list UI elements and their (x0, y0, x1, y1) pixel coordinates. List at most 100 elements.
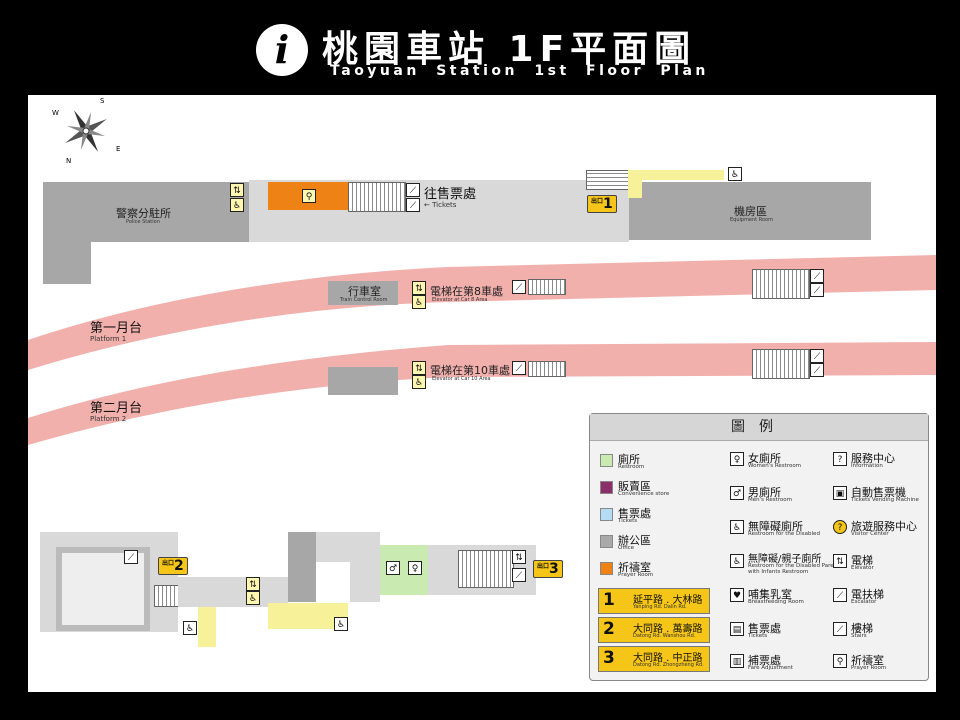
compass-e: E (116, 145, 121, 153)
header-bar: i 桃園車站 1F平面圖 Taoyuan Station 1st Floor P… (0, 0, 960, 92)
office-south (288, 532, 316, 602)
stairs[interactable] (348, 182, 406, 212)
exit-roads-en: Datong Rd. Zhongzheng Rd. (633, 662, 704, 668)
legend-fare-en: Fare Adjustment (748, 665, 793, 671)
exit-prefix: 出口 (591, 198, 604, 205)
exit-roads: 大同路 . 萬壽路 (633, 624, 703, 635)
platform1-label-en: Platform 1 (90, 335, 127, 343)
legend-exit-2: 2 大同路 . 萬壽路 Datong Rd. Wanshou Rd. (598, 617, 710, 643)
control-room (328, 281, 398, 305)
tickets-label: 往售票處 (424, 187, 477, 202)
accessible-icon: ♿ (334, 617, 348, 631)
legend-breastfeeding: 哺集乳室 (748, 588, 792, 601)
accessible-icon: ♿ (412, 295, 426, 309)
escalator-icon: ⟋ (512, 361, 526, 375)
control-label: 行車室 (348, 285, 381, 298)
exit1-stairs[interactable] (586, 170, 630, 190)
escalator-icon: ⟋ (512, 568, 526, 582)
breastfeeding-icon: ♥ (730, 588, 744, 602)
exit3-stairs[interactable] (458, 550, 514, 588)
equipment-label-en: Equipment Room (730, 217, 773, 223)
legend-family-en: Restroom for the Disabled Parents with I… (748, 563, 843, 575)
women-restroom-icon: ♀ (408, 561, 422, 575)
legend-ticket-office-en: Tickets (748, 633, 768, 639)
exit-roads: 延平路 . 大林路 (633, 595, 703, 606)
accessible-restroom-icon: ♿ (730, 520, 744, 534)
legend-swatch (600, 562, 613, 575)
exit-number: 2 (174, 558, 184, 574)
exit-number: 3 (549, 561, 559, 577)
south-corridor (178, 577, 288, 607)
exit-roads-en: Yanping Rd. Dalin Rd. (633, 604, 687, 610)
elev10-label: 電梯在第10車處 (430, 364, 510, 377)
stairwell (56, 547, 150, 631)
exit-roads-en: Datong Rd. Wanshou Rd. (633, 633, 696, 639)
legend-visitor: 旅遊服務中心 (851, 520, 917, 533)
ticket-machine-icon: ▣ (833, 486, 847, 500)
legend-store: 販賣區 (618, 480, 651, 493)
legend-office: 辦公區 (618, 534, 651, 547)
legend-restroom-en: Restroom (618, 464, 645, 470)
legend-men: 男廁所 (748, 486, 781, 499)
escalator[interactable] (528, 361, 566, 377)
legend-stairs-en: Stairs (851, 633, 867, 639)
police-block (43, 182, 249, 242)
stairs-icon: ⟋ (406, 183, 420, 197)
accessible-icon: ♿ (412, 375, 426, 389)
legend-elevator-en: Elevator (851, 565, 874, 571)
page-subtitle: Taoyuan Station 1st Floor Plan (330, 63, 709, 79)
information-icon: ? (833, 452, 847, 466)
elevator-icon: ⇅ (833, 554, 847, 568)
accessible-icon: ♿ (183, 621, 197, 635)
legend-visitor-en: Visitor Center (851, 531, 889, 537)
equipment-label: 機房區 (734, 205, 767, 218)
page-title: 桃園車站 1F平面圖 (322, 29, 697, 70)
men-restroom-icon: ♂ (386, 561, 400, 575)
fare-adjustment-icon: ▥ (730, 654, 744, 668)
elev8-label: 電梯在第8車處 (430, 285, 503, 298)
legend-swatch (600, 481, 613, 494)
escalator[interactable] (528, 279, 566, 295)
south-hall (316, 532, 380, 562)
men-restroom-icon: ♂ (730, 486, 744, 500)
compass-n: N (66, 157, 72, 165)
legend-tickets: 售票處 (618, 507, 651, 520)
women-restroom-icon: ♀ (730, 452, 744, 466)
legend-exit-1: 1 延平路 . 大林路 Yanping Rd. Dalin Rd. (598, 588, 710, 614)
legend-panel: 圖例 廁所 Restroom 販賣區 Convenience store 售票處… (589, 413, 929, 681)
compass-w: W (52, 109, 59, 117)
elev8-label-en: Elevator at Car 8 Area (432, 297, 488, 303)
exit-prefix: 出口 (537, 563, 550, 570)
legend-prayer-room-en: Prayer Room (851, 665, 887, 671)
exit-number: 3 (603, 648, 615, 668)
info-icon: i (256, 24, 308, 76)
elevator-icon: ⇅ (230, 183, 244, 197)
exit1-ramp (628, 170, 724, 180)
legend-exit-3: 3 大同路 . 中正路 Datong Rd. Zhongzheng Rd. (598, 646, 710, 672)
floor-plan-map: S E W N ⚲ ⇅ ♿ ⟋ ⟋ 往售票處 ← Tickets 警察分駐所 P… (28, 95, 936, 692)
stairs-icon: ⟋ (833, 622, 847, 636)
legend-breastfeeding-en: Breastfeeding Room (748, 599, 804, 605)
escalator-icon: ⟋ (833, 588, 847, 602)
stairs-east-2[interactable] (752, 349, 810, 379)
elevator-icon: ⇅ (412, 281, 426, 295)
accessible-icon: ♿ (246, 591, 260, 605)
platform1-label: 第一月台 (90, 321, 143, 336)
tickets-label-en: ← Tickets (424, 201, 457, 209)
legend-info-en: Information (851, 463, 883, 469)
platform-tracks (28, 255, 936, 445)
legend-info: 服務中心 (851, 452, 895, 465)
stairs-east[interactable] (752, 269, 810, 299)
south-hall-lower (350, 562, 380, 602)
platform2-office (328, 367, 398, 395)
exit-3-badge: 出口3 (533, 560, 563, 578)
legend-title: 圖例 (590, 414, 928, 441)
elevator-icon: ⇅ (412, 361, 426, 375)
prayer-room-icon: ⚲ (833, 654, 847, 668)
escalator-icon: ⟋ (512, 280, 526, 294)
prayer-room-icon: ⚲ (302, 189, 316, 203)
accessible-icon: ♿ (728, 167, 742, 181)
legend-tickets-en: Tickets (618, 518, 638, 524)
legend-men-en: Men's Restroom (748, 497, 792, 503)
exit-roads: 大同路 . 中正路 (633, 653, 703, 664)
